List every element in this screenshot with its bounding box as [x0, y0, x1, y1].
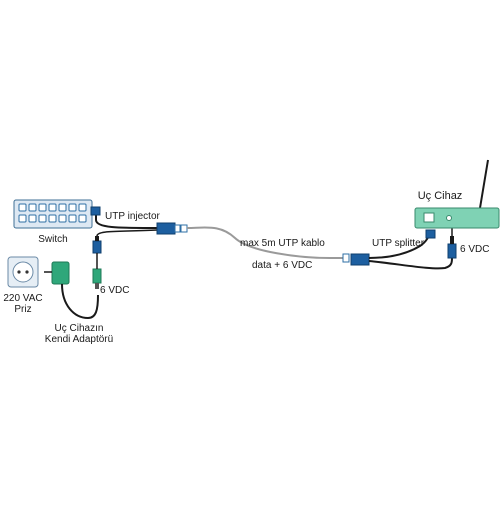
- utp-injector: [90, 206, 188, 237]
- adapter-label-line2: Kendi Adaptörü: [45, 334, 113, 345]
- dc-left-label: 6 VDC: [100, 285, 129, 296]
- device-label: Uç Cihaz: [418, 190, 463, 202]
- switch: [13, 199, 93, 229]
- cable-label: max 5m UTP kablo: [240, 238, 325, 249]
- outlet-label-line1: 220 VAC: [3, 293, 42, 304]
- utp-splitter: [342, 229, 453, 270]
- outlet-label-line2: Priz: [14, 304, 31, 315]
- data-power-label: data + 6 VDC: [252, 260, 312, 271]
- splitter-label: UTP splitter: [372, 238, 425, 249]
- utp-cable: [186, 226, 345, 259]
- dc-plug-right: [447, 228, 457, 259]
- adapter-label-line1: Uç Cihazın: [55, 323, 104, 334]
- outlet-icon: [7, 256, 39, 288]
- end-device: [414, 159, 500, 229]
- dc-right-label: 6 VDC: [460, 244, 489, 255]
- switch-ports: [18, 203, 87, 223]
- dc-plug-left: [92, 236, 102, 289]
- switch-label: Switch: [38, 234, 67, 245]
- power-adapter: [44, 261, 99, 320]
- injector-label: UTP injector: [105, 211, 161, 222]
